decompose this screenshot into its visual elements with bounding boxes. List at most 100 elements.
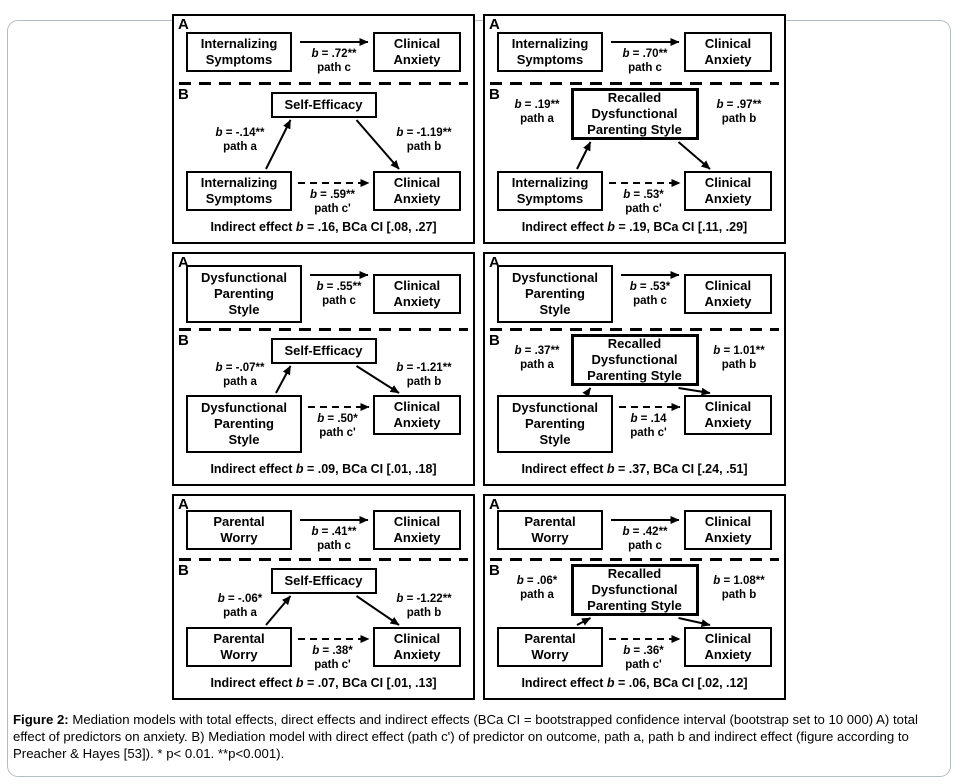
section-b-label: B <box>489 562 500 579</box>
outcome-box: Clinical Anxiety <box>373 171 461 211</box>
predictor-box: Parental Worry <box>497 627 603 667</box>
caption-label: Figure 2: <box>13 712 69 727</box>
indirect-effect-text: Indirect effect b = .07, BCa CI [.01, .1… <box>210 676 437 690</box>
indirect-effect-text: Indirect effect b = .06, BCa CI [.02, .1… <box>521 676 748 690</box>
path-c-prime-label-coef: b = .59** <box>309 189 356 201</box>
predictor-box-total: Dysfunctional Parenting Style <box>497 265 613 323</box>
path-c-label-coef: b = .55** <box>316 281 362 293</box>
section-b-label: B <box>178 562 189 579</box>
path-c-label: b = .41**path c <box>292 525 376 553</box>
path-b-label-coef: b = 1.08** <box>713 575 765 587</box>
outcome-box-total: Clinical Anxiety <box>684 274 772 314</box>
path-b-label-name: path b <box>406 141 442 153</box>
predictor-box: Internalizing Symptoms <box>497 171 603 211</box>
section-a-label: A <box>489 16 500 33</box>
section-a-label: A <box>489 254 500 271</box>
path-b-label: b = -1.21**path b <box>382 361 466 389</box>
path-a-label-coef: b = -.14** <box>215 127 265 139</box>
path-c-label: b = .53*path c <box>608 280 692 308</box>
path-c-prime-label: b = .36* path c' <box>602 644 686 672</box>
path-c-prime-label-name: path c' <box>314 659 351 671</box>
path-c-prime-label-coef: b = .14 <box>630 413 667 425</box>
outcome-box: Clinical Anxiety <box>684 171 772 211</box>
predictor-box-total: Dysfunctional Parenting Style <box>186 265 302 323</box>
predictor-box-total: Internalizing Symptoms <box>186 32 292 72</box>
path-b-label: b = 1.08** path b <box>697 574 781 602</box>
path-a-label: b = .06* path a <box>503 574 571 602</box>
path-a-label-coef: b = -.07** <box>215 362 265 374</box>
figure-caption: Figure 2: Mediation models with total ef… <box>13 711 944 762</box>
mediator-box: Recalled Dysfunctional Parenting Style <box>570 334 699 386</box>
section-a-label: A <box>178 254 189 271</box>
section-a-label: A <box>489 496 500 513</box>
path-a-label-coef: b = .19** <box>514 99 560 111</box>
path-c-label: b = .42**path c <box>603 525 687 553</box>
path-c-prime-label: b = .50*path c' <box>296 412 380 440</box>
path-c-label-coef: b = .53* <box>629 281 671 293</box>
path-c-prime-label: b = .14 path c' <box>607 412 691 440</box>
path-c-label: b = .55**path c <box>297 280 381 308</box>
predictor-box-total: Parental Worry <box>497 510 603 550</box>
predictor-box: Dysfunctional Parenting Style <box>497 395 613 453</box>
path-c-prime-label: b = .53*path c' <box>602 188 686 216</box>
path-c-label-name: path c <box>628 540 662 552</box>
path-a-label-name: path a <box>223 607 257 619</box>
indirect-effect-text: Indirect effect b = .16, BCa CI [.08, .2… <box>210 220 437 234</box>
path-a-label-coef: b = .37** <box>514 345 560 357</box>
path-b-label: b = .97** path b <box>697 98 781 126</box>
path-b-label-name: path b <box>406 376 442 388</box>
path-c-label-name: path c <box>628 62 662 74</box>
mediator-box: Self-Efficacy <box>270 92 377 118</box>
mediator-box: Self-Efficacy <box>270 568 377 594</box>
predictor-box-total: Parental Worry <box>186 510 292 550</box>
path-a-label-name: path a <box>223 376 257 388</box>
section-a-label: A <box>178 16 189 33</box>
path-b-label: b = 1.01** path b <box>697 344 781 372</box>
path-c-prime-label-name: path c' <box>625 659 662 671</box>
path-b-label-name: path b <box>721 589 757 601</box>
section-divider <box>179 82 468 85</box>
path-c-label-coef: b = .72** <box>311 48 357 60</box>
path-c-label-coef: b = .41** <box>311 526 357 538</box>
path-c-prime-label-coef: b = .36* <box>623 645 664 657</box>
path-c-prime-label-name: path c' <box>630 427 667 439</box>
path-a-label-name: path a <box>223 141 257 153</box>
predictor-box: Dysfunctional Parenting Style <box>186 395 302 453</box>
path-a-label: b = .37** path a <box>503 344 571 372</box>
path-a-label-coef: b = .06* <box>516 575 558 587</box>
path-a-label: b = -.06*path a <box>200 592 280 620</box>
path-c-label: b = .72** path c <box>292 47 376 75</box>
path-c-label-name: path c <box>317 62 351 74</box>
path-c-label-coef: b = .70** <box>622 48 668 60</box>
outcome-box-total: Clinical Anxiety <box>684 510 772 550</box>
section-divider <box>490 82 779 85</box>
mediator-box: Recalled Dysfunctional Parenting Style <box>570 88 699 140</box>
path-c-prime-label-coef: b = .50* <box>317 413 358 425</box>
indirect-effect-text: Indirect effect b = .09, BCa CI [.01, .1… <box>210 462 437 476</box>
section-b-label: B <box>178 86 189 103</box>
path-c-prime-label-coef: b = .53* <box>623 189 664 201</box>
path-b-label-coef: b = 1.01** <box>713 345 765 357</box>
path-b-label-name: path b <box>721 113 757 125</box>
section-b-label: B <box>178 332 189 349</box>
section-a-label: A <box>178 496 189 513</box>
path-a-label: b = .19**path a <box>503 98 571 126</box>
outcome-box: Clinical Anxiety <box>684 395 772 435</box>
path-b-label-name: path b <box>721 359 757 371</box>
section-b-label: B <box>489 86 500 103</box>
outcome-box-total: Clinical Anxiety <box>373 274 461 314</box>
outcome-box: Clinical Anxiety <box>373 395 461 435</box>
path-b-label-coef: b = .97** <box>716 99 762 111</box>
path-a-label: b = -.14** path a <box>200 126 280 154</box>
path-b-label-name: path b <box>406 607 442 619</box>
predictor-box: Parental Worry <box>186 627 292 667</box>
indirect-effect-text: Indirect effect b = .19, BCa CI [.11, .2… <box>521 220 748 234</box>
path-a-label-name: path a <box>520 589 554 601</box>
path-a-label-name: path a <box>520 359 554 371</box>
mediator-box: Self-Efficacy <box>270 338 377 364</box>
predictor-box-total: Internalizing Symptoms <box>497 32 603 72</box>
